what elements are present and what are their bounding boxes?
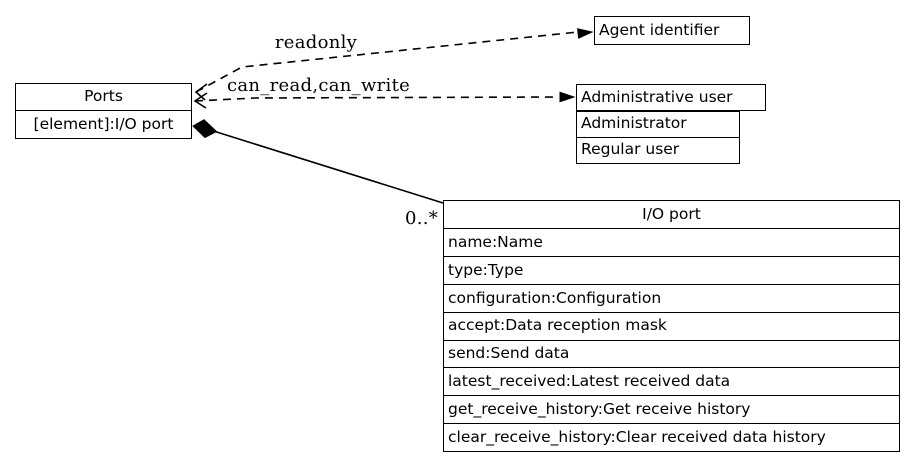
io-port-attribute-row: configuration:Configuration <box>444 283 899 312</box>
readonly-edge-arrowhead-icon <box>577 28 594 39</box>
composition-edge-line <box>214 130 444 204</box>
node-ports: Ports [element]:I/O port <box>15 83 192 139</box>
ports-attribute-list: [element]:I/O port <box>16 110 191 138</box>
readonly-edge-label: readonly <box>274 32 358 53</box>
can-read-write-edge-label: can_read,can_write <box>227 75 411 96</box>
ports-title: Ports <box>84 87 123 106</box>
io-port-attribute-row: send:Send data <box>444 339 899 368</box>
io-port-attribute-row: clear_receive_history:Clear received dat… <box>444 423 899 451</box>
administrative-user-member-row: Regular user <box>577 136 739 163</box>
can-read-write-edge-line <box>194 96 560 102</box>
io-port-attribute-row: type:Type <box>444 255 899 284</box>
composition-multiplicity-label: 0..* <box>405 208 439 229</box>
readonly-edge-line <box>195 31 579 93</box>
io-port-title: I/O port <box>642 204 701 223</box>
node-administrative-user: Administrative user <box>576 84 766 111</box>
administrative-user-title: Administrative user <box>581 87 733 106</box>
administrative-user-member-row: Administrator <box>577 110 739 137</box>
io-port-attribute-row: name:Name <box>444 228 899 256</box>
can-read-write-edge-arrowhead-icon <box>559 91 576 103</box>
node-agent-identifier: Agent identifier <box>594 16 750 45</box>
io-port-attribute-row: latest_received:Latest received data <box>444 367 899 395</box>
io-port-attribute-row: get_receive_history:Get receive history <box>444 395 899 423</box>
ports-attribute-row: [element]:I/O port <box>16 110 191 138</box>
agent-identifier-title: Agent identifier <box>599 20 720 39</box>
io-port-attribute-row: accept:Data reception mask <box>444 311 899 340</box>
composition-diamond-icon <box>192 119 218 139</box>
